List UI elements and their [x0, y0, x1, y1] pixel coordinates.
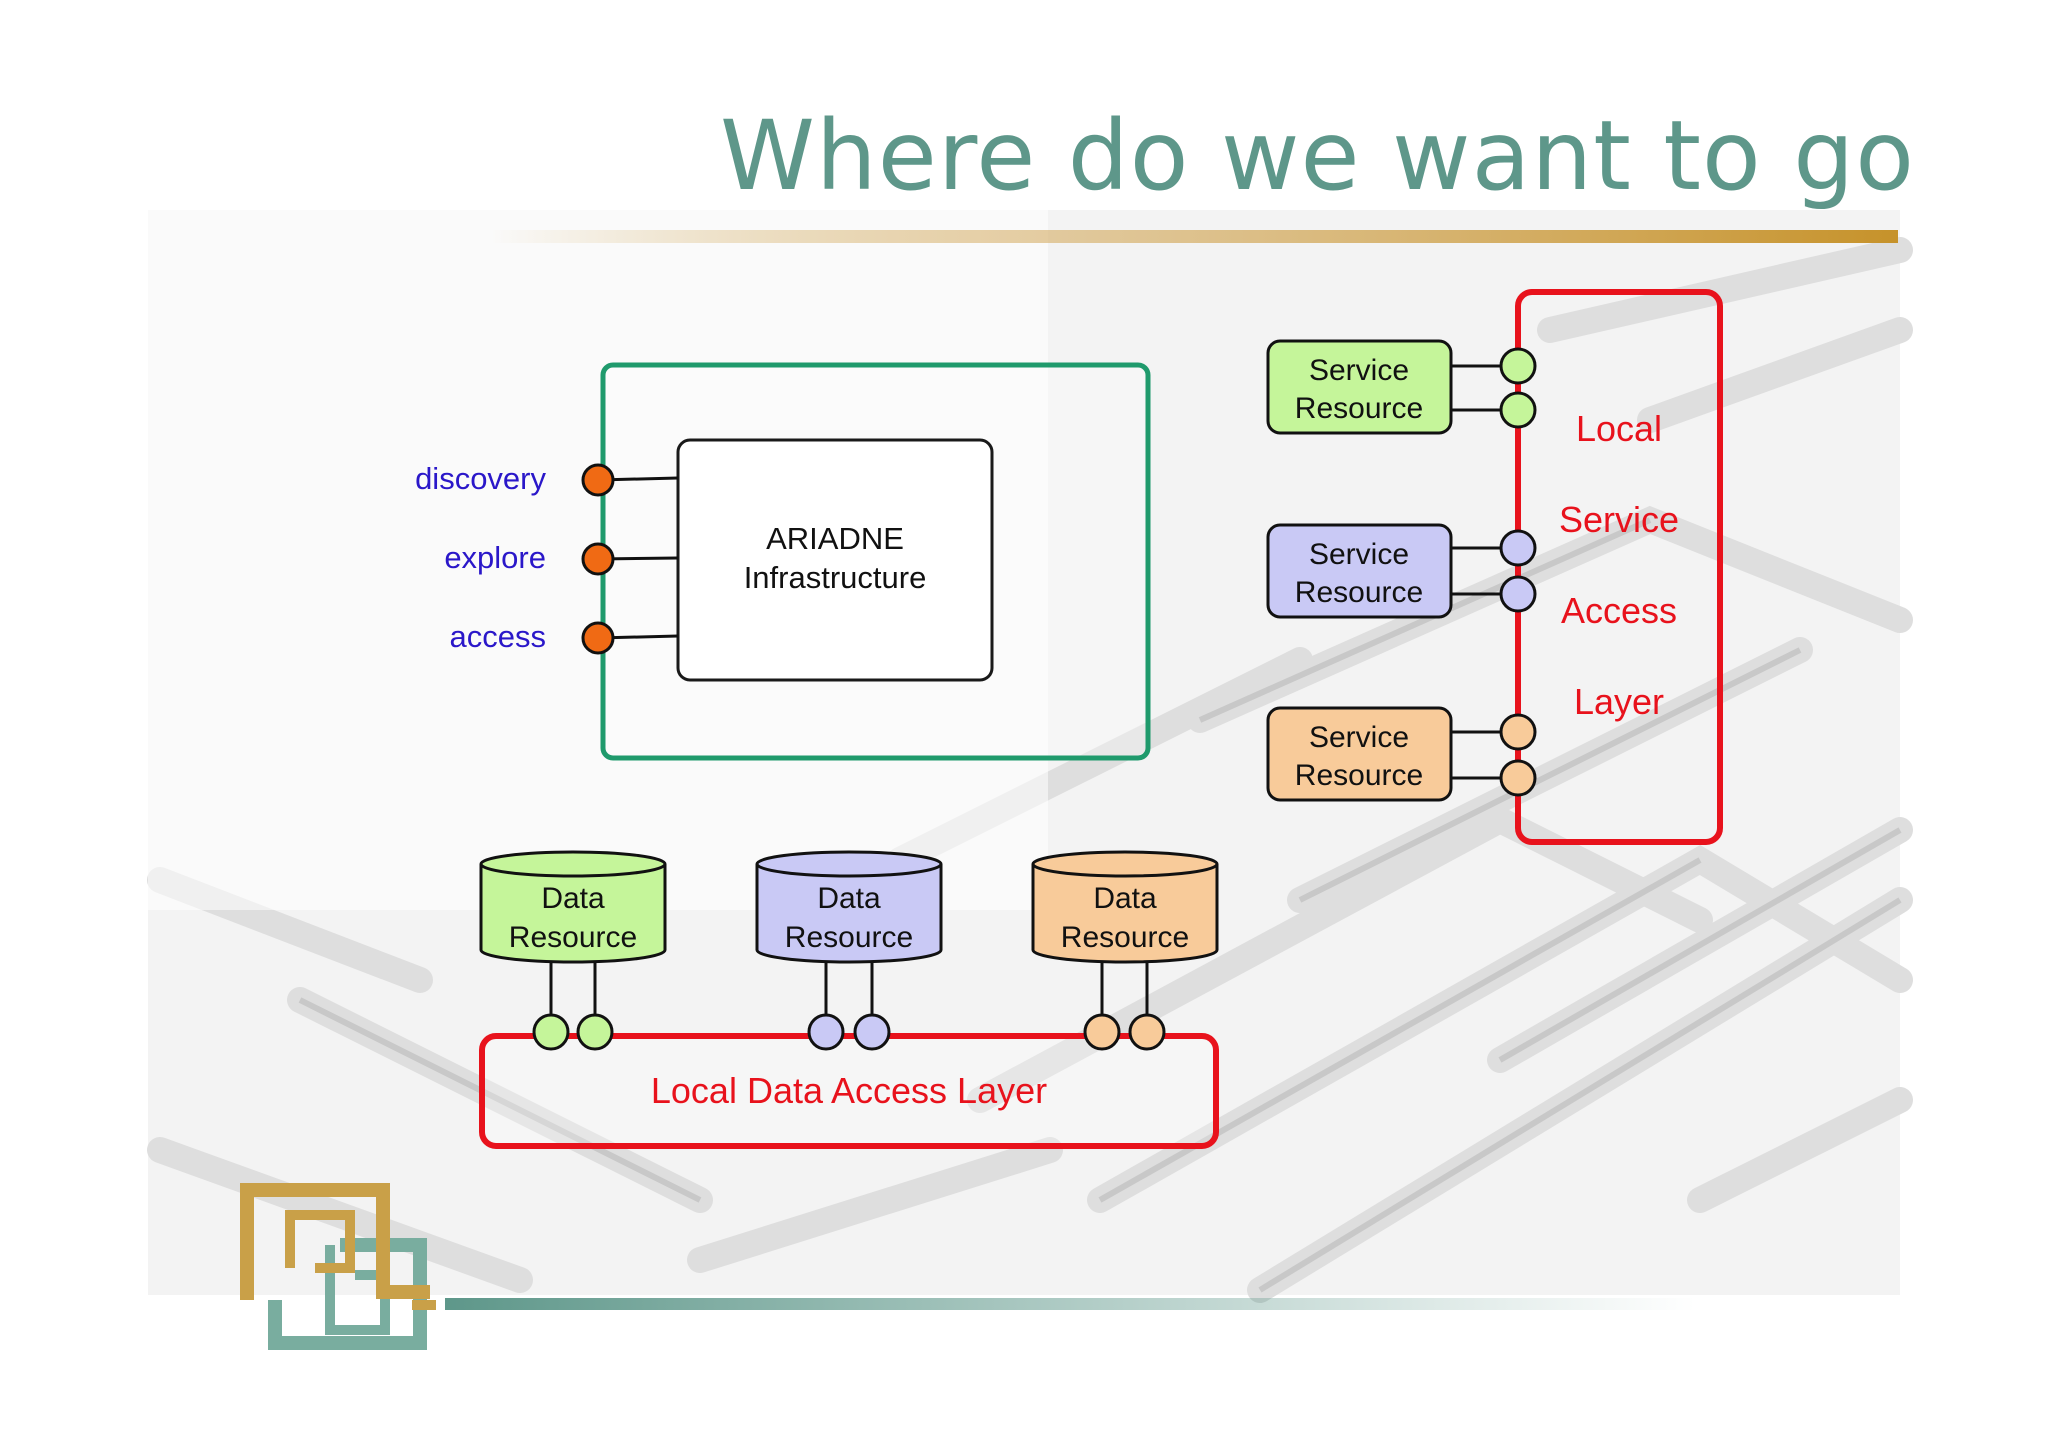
data-port: [853, 1013, 891, 1051]
service-resource-label-line1: Service: [1309, 538, 1409, 571]
interface-access: access: [450, 619, 679, 655]
data-resource-blue: Data Resource: [755, 850, 943, 1051]
interface-discovery: discovery: [415, 461, 679, 497]
footer-rule: [445, 1298, 1695, 1310]
interface-port: [581, 463, 615, 497]
service-resource-label-line2: Resource: [1295, 576, 1423, 609]
service-port: [1499, 529, 1537, 567]
service-port: [1499, 347, 1537, 385]
service-port: [1499, 575, 1537, 613]
service-access-layer: [1515, 289, 1723, 845]
infrastructure-label-line2: Infrastructure: [744, 560, 927, 595]
maze-background: [147, 210, 1913, 1303]
interface-label: discovery: [415, 461, 546, 496]
service-layer-word-access: Access: [1561, 590, 1677, 631]
header-rule: [490, 230, 1898, 243]
service-port: [1499, 759, 1537, 797]
service-layer-word-layer: Layer: [1574, 681, 1664, 722]
data-resource-label-line2: Resource: [785, 921, 913, 954]
service-resource-blue: Service Resource: [1266, 523, 1537, 619]
service-resource-green: Service Resource: [1266, 339, 1537, 435]
interface-port: [581, 542, 615, 576]
ariadne-logo: [240, 1183, 436, 1350]
data-access-layer: [479, 1033, 1219, 1149]
interface-explore: explore: [444, 540, 679, 576]
service-resource-label-line2: Resource: [1295, 392, 1423, 425]
service-resource-label-line1: Service: [1309, 354, 1409, 387]
interface-label: explore: [444, 540, 546, 575]
infrastructure-box: [676, 438, 994, 682]
service-port: [1499, 391, 1537, 429]
slide-title: Where do we want to go: [720, 100, 1915, 212]
service-port: [1499, 713, 1537, 751]
data-port: [576, 1013, 614, 1051]
interface-label: access: [450, 619, 546, 654]
data-resource-orange: Data Resource: [1031, 850, 1219, 1051]
data-port: [532, 1013, 570, 1051]
data-port: [1128, 1013, 1166, 1051]
data-resource-label-line1: Data: [817, 882, 881, 915]
interface-port: [581, 621, 615, 655]
data-port: [1083, 1013, 1121, 1051]
service-layer-word-service: Service: [1559, 499, 1679, 540]
service-resource-orange: Service Resource: [1266, 706, 1537, 802]
infrastructure-label-line1: ARIADNE: [766, 521, 904, 556]
service-resource-label-line2: Resource: [1295, 759, 1423, 792]
data-resource-green: Data Resource: [479, 850, 667, 1051]
service-resource-label-line1: Service: [1309, 721, 1409, 754]
data-port: [807, 1013, 845, 1051]
data-resource-label-line2: Resource: [509, 921, 637, 954]
service-layer-word-local: Local: [1576, 408, 1662, 449]
data-access-layer-label: Local Data Access Layer: [651, 1070, 1047, 1111]
data-resource-label-line1: Data: [541, 882, 605, 915]
data-resource-label-line1: Data: [1093, 882, 1157, 915]
data-resource-label-line2: Resource: [1061, 921, 1189, 954]
